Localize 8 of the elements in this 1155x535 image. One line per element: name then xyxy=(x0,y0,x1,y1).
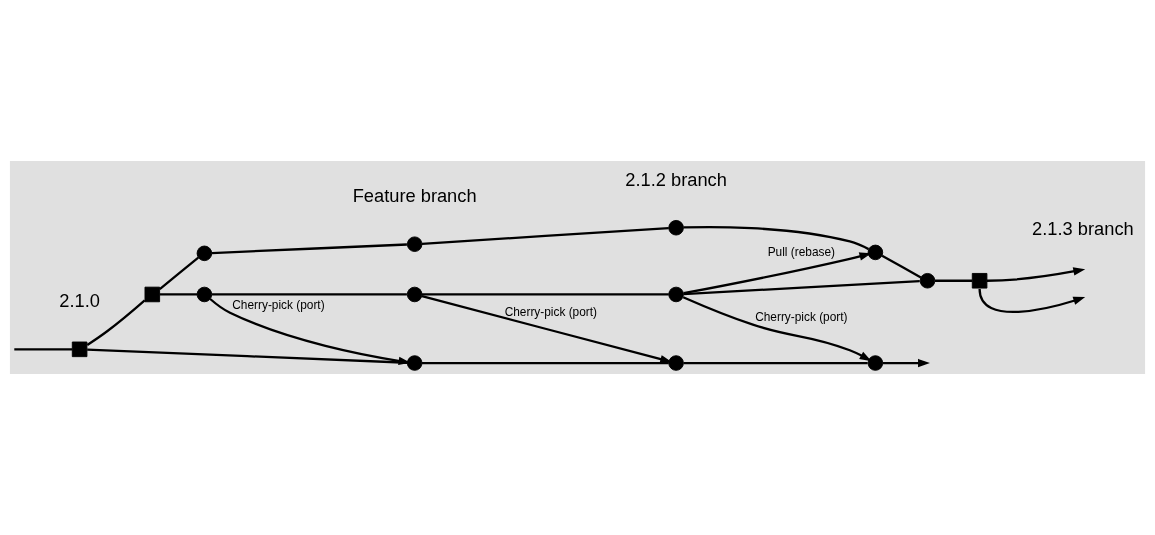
edge-label: Cherry-pick (port) xyxy=(232,298,325,313)
label: 2.1.3 branch xyxy=(1032,218,1134,240)
label: 2.1.0 xyxy=(59,290,100,312)
edge-label: Cherry-pick (port) xyxy=(504,304,598,319)
edge-label: Pull (rebase) xyxy=(767,244,836,259)
label: Feature branch xyxy=(352,185,477,207)
edge-label: Cherry-pick (port) xyxy=(755,310,848,325)
label: 2.1.2 branch xyxy=(625,168,727,190)
